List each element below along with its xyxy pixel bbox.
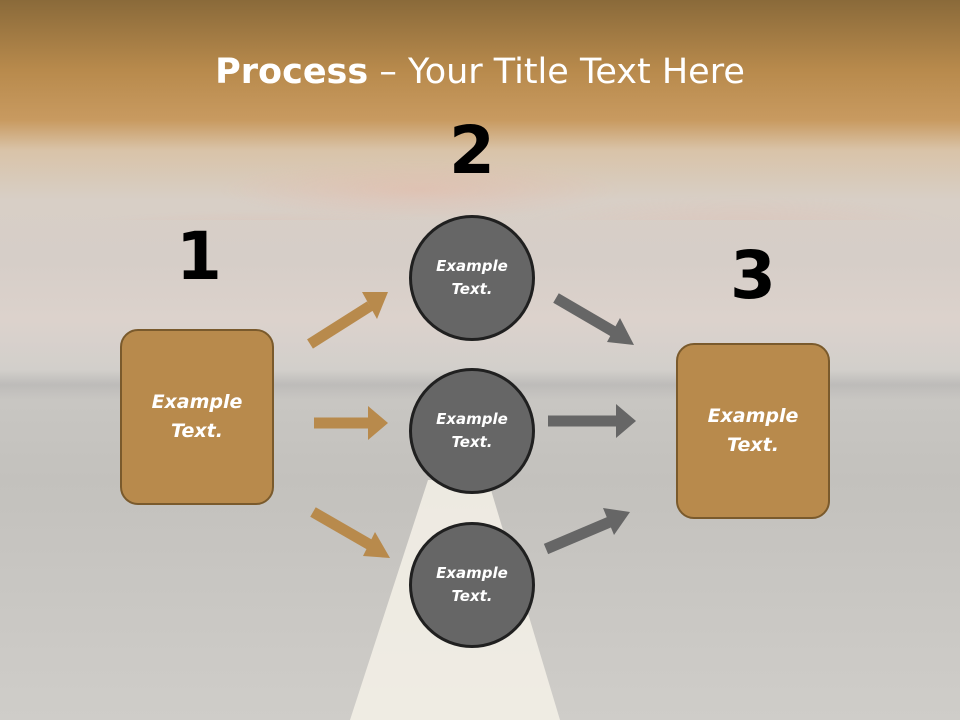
- arrow-left-to-top: [307, 292, 388, 349]
- title-bold: Process: [215, 52, 369, 92]
- slide-title: Process – Your Title Text Here: [0, 52, 960, 92]
- circle-top: Example Text.: [409, 215, 535, 341]
- step-number-2: 2: [449, 112, 495, 189]
- arrow-left-to-bottom: [310, 507, 390, 558]
- arrow-left-to-middle: [314, 406, 388, 440]
- arrow-top-to-right: [553, 293, 634, 345]
- circle-bottom: Example Text.: [409, 522, 535, 648]
- left-box: Example Text.: [120, 329, 274, 505]
- arrow-bottom-to-right: [543, 508, 630, 555]
- circle-middle: Example Text.: [409, 368, 535, 494]
- arrow-middle-to-right: [548, 404, 636, 438]
- step-number-1: 1: [176, 218, 222, 295]
- title-rest: – Your Title Text Here: [368, 52, 745, 92]
- right-box: Example Text.: [676, 343, 830, 519]
- step-number-3: 3: [730, 237, 776, 314]
